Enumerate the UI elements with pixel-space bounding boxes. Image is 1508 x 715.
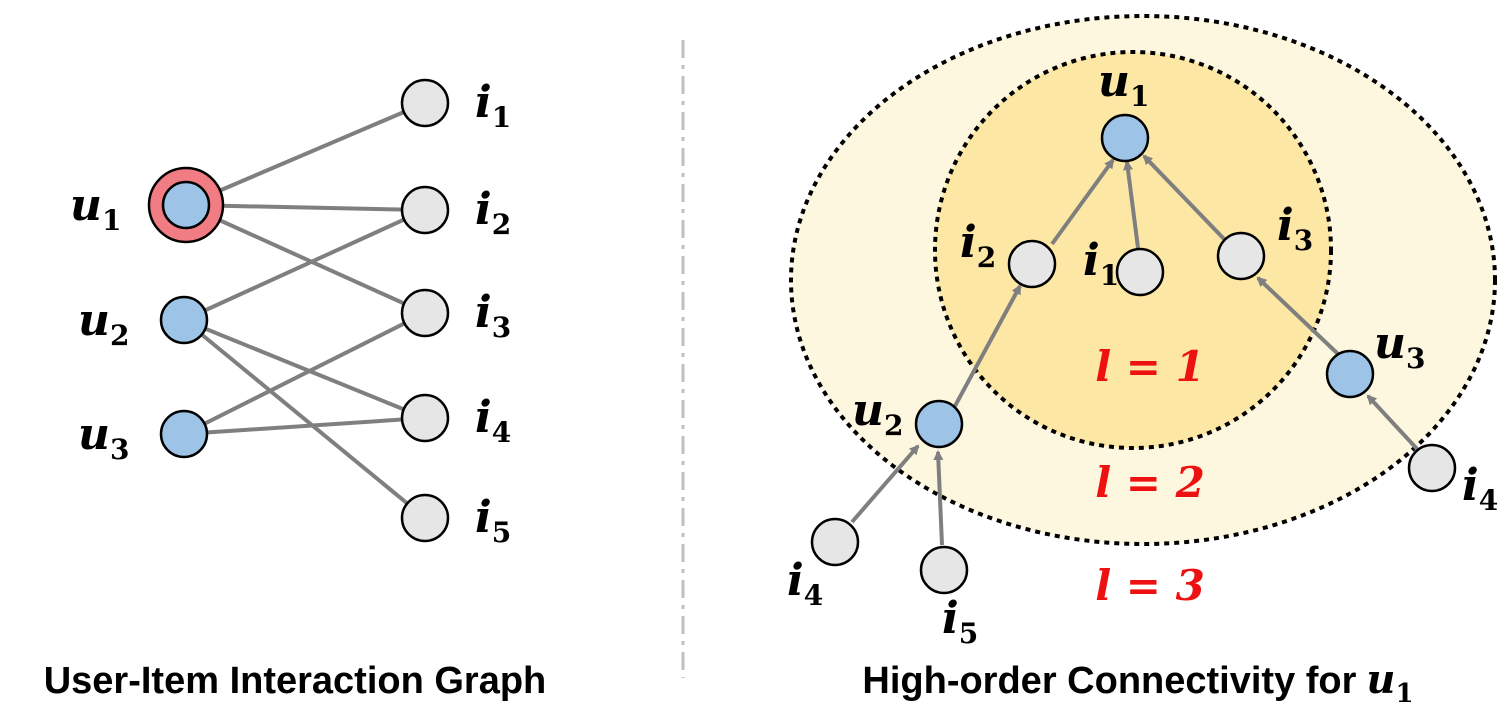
root-node-u1 bbox=[1100, 113, 1150, 163]
label-r-u3: u3 bbox=[1374, 318, 1425, 375]
label-i1: i1 bbox=[475, 77, 511, 134]
node-i5 bbox=[919, 545, 969, 595]
label-r-i5: i5 bbox=[942, 593, 978, 650]
item-node-i2 bbox=[400, 185, 450, 235]
label-r-i3: i3 bbox=[1277, 200, 1313, 257]
arrow-i4-u2 bbox=[850, 444, 920, 524]
label-i2: i2 bbox=[475, 184, 511, 241]
arrow-i2-u1 bbox=[1050, 158, 1115, 246]
connectivity-graph: u1 i2 i1 i3 u2 u3 i4 i5 i4 l = 1 l = 2 l… bbox=[787, 14, 1498, 709]
node-i1 bbox=[1115, 247, 1165, 297]
arrow-u2-i2 bbox=[953, 284, 1022, 407]
arrow-i4-u3 bbox=[1366, 394, 1420, 452]
user-node-u2 bbox=[159, 295, 209, 345]
edge-u1-i2 bbox=[185, 203, 426, 212]
left-caption: User-Item Interaction Graph bbox=[44, 660, 547, 702]
layer-label-1: l = 1 bbox=[1095, 342, 1205, 391]
edge-u1-i1 bbox=[185, 101, 426, 207]
edge-u3-i3 bbox=[183, 311, 426, 436]
label-u3: u3 bbox=[78, 409, 129, 466]
label-r-i2: i2 bbox=[960, 217, 996, 274]
item-node-i3 bbox=[400, 288, 450, 338]
node-i3 bbox=[1216, 231, 1266, 281]
item-node-i1 bbox=[400, 78, 450, 128]
node-i4-left bbox=[810, 517, 860, 567]
user-node-u1 bbox=[161, 180, 211, 230]
user-node-u3 bbox=[159, 409, 209, 459]
edge-u2-i4 bbox=[183, 318, 426, 420]
label-r-u2: u2 bbox=[852, 385, 903, 442]
label-u2: u2 bbox=[78, 295, 129, 352]
arrow-u3-i3 bbox=[1256, 276, 1340, 356]
item-node-i5 bbox=[400, 493, 450, 543]
edge-u2-i5 bbox=[182, 318, 427, 520]
label-root-u1: u1 bbox=[1098, 56, 1149, 113]
label-r-i1: i1 bbox=[1083, 235, 1119, 292]
edge-u1-i3 bbox=[185, 203, 426, 315]
edge-u2-i2 bbox=[183, 208, 426, 322]
label-r-i4-left: i4 bbox=[787, 555, 823, 612]
label-i5: i5 bbox=[475, 492, 511, 549]
label-i4: i4 bbox=[475, 392, 511, 449]
arrow-i5-u2 bbox=[933, 450, 944, 546]
label-i3: i3 bbox=[475, 287, 511, 344]
interaction-graph: u1 u2 u3 i1 i2 i3 i4 i5 User-Item Intera… bbox=[44, 77, 547, 702]
edge-u3-i4 bbox=[183, 416, 426, 436]
node-i2 bbox=[1007, 239, 1057, 289]
arrow-i3-u1 bbox=[1142, 154, 1227, 242]
arrow-i1-u1 bbox=[1123, 160, 1140, 249]
layer-label-2: l = 2 bbox=[1095, 458, 1205, 507]
node-u3 bbox=[1325, 349, 1375, 399]
interaction-edges bbox=[182, 101, 427, 520]
label-u1: u1 bbox=[70, 180, 121, 237]
propagation-arrows bbox=[850, 154, 1420, 546]
item-node-i4 bbox=[400, 393, 450, 443]
label-r-i4-right: i4 bbox=[1462, 460, 1498, 517]
node-u2 bbox=[914, 399, 964, 449]
layer-label-3: l = 3 bbox=[1095, 561, 1205, 610]
node-i4-right bbox=[1407, 443, 1457, 493]
